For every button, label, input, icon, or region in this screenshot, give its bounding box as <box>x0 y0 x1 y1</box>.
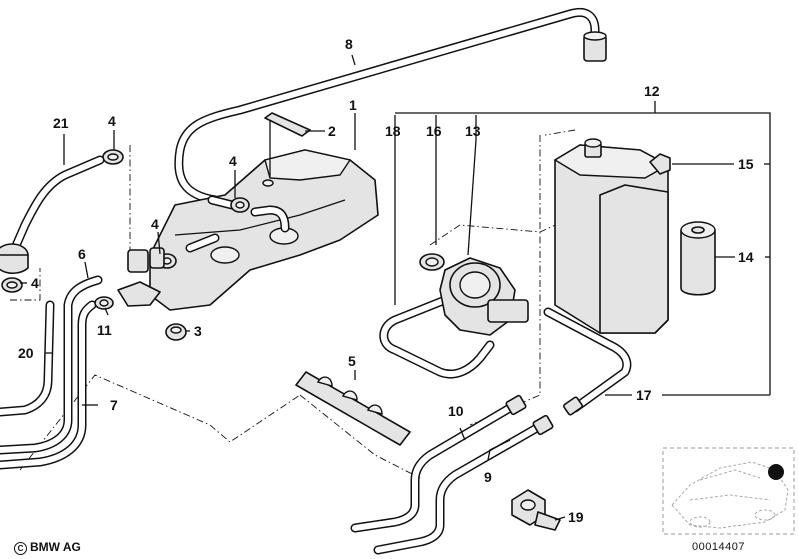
tank-strap-2 <box>264 112 311 178</box>
line-holder-5 <box>295 371 411 446</box>
callout-3: 3 <box>194 323 202 339</box>
fuel-lines-bottom <box>350 394 554 555</box>
callout-19: 19 <box>568 509 584 525</box>
location-marker-icon <box>768 464 784 480</box>
callout-16: 16 <box>426 123 442 139</box>
copyright-icon: C <box>14 542 27 555</box>
purge-valve-13 <box>419 253 529 336</box>
callout-7: 7 <box>110 397 118 413</box>
clip-19 <box>511 489 561 531</box>
callout-4-c: 4 <box>151 216 159 232</box>
callout-6: 6 <box>78 246 86 262</box>
callout-15: 15 <box>738 156 754 172</box>
callout-12: 12 <box>644 83 660 99</box>
callout-2: 2 <box>328 123 336 139</box>
callout-9: 9 <box>484 469 492 485</box>
callout-17: 17 <box>636 387 652 403</box>
callout-5: 5 <box>348 353 356 369</box>
callout-10: 10 <box>448 403 464 419</box>
callouts: 1 2 3 4 4 4 4 5 6 7 8 9 10 11 12 13 14 1… <box>18 36 754 525</box>
canister-cap-15 <box>649 153 671 175</box>
vent-hose-8 <box>174 8 607 205</box>
hose-18 <box>379 295 495 379</box>
filler-hose-21 <box>0 155 105 275</box>
fuel-tank <box>149 149 379 311</box>
vehicle-location-inset <box>662 447 795 535</box>
diagram-number: 00014407 <box>692 541 745 553</box>
fuel-lines-left <box>0 275 103 470</box>
copyright-text: BMW AG <box>30 540 81 554</box>
filter-14 <box>680 221 716 296</box>
charcoal-canister <box>553 138 670 334</box>
callout-20: 20 <box>18 345 34 361</box>
tank-hose-stubs <box>185 195 290 253</box>
tank-connector <box>94 247 187 341</box>
callout-11: 11 <box>97 322 112 338</box>
callout-14: 14 <box>738 249 754 265</box>
callout-13: 13 <box>465 123 481 139</box>
callout-4-d: 4 <box>31 275 39 291</box>
callout-8: 8 <box>345 36 353 52</box>
callout-18: 18 <box>385 123 401 139</box>
line-17 <box>543 307 632 416</box>
leader-lines <box>20 54 771 521</box>
callout-4-a: 4 <box>108 113 116 129</box>
callout-4-b: 4 <box>229 153 237 169</box>
callout-1: 1 <box>349 97 357 113</box>
callout-21: 21 <box>53 115 69 131</box>
